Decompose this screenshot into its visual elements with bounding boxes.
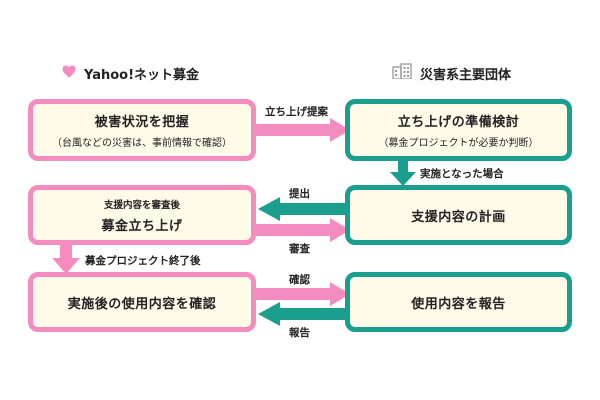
header-left: Yahoo!ネット募金 xyxy=(62,64,199,83)
arrow-project-end xyxy=(52,242,80,274)
header-left-label: Yahoo!ネット募金 xyxy=(84,68,200,83)
label-review: 審査 xyxy=(289,243,310,255)
arrow-propose xyxy=(255,118,350,142)
arrow-after-decision xyxy=(390,161,416,186)
box-title: 募金立ち上げ xyxy=(101,218,183,234)
box-usage-report: 使用内容を報告 xyxy=(345,272,572,332)
label-project-end: 募金プロジェクト終了後 xyxy=(85,255,201,267)
label-after-decision: 実施となった場合 xyxy=(420,168,504,180)
box-preparation-review: 立ち上げの準備検討 （募金プロジェクトが必要か判断） xyxy=(345,99,572,161)
arrow-report xyxy=(258,302,345,326)
box-usage-confirmation: 実施後の使用内容を確認 xyxy=(28,272,256,332)
label-confirm: 確認 xyxy=(289,274,310,286)
label-propose: 立ち上げ提案 xyxy=(265,106,328,118)
header-right: 災害系主要団体 xyxy=(392,63,511,83)
arrow-submit xyxy=(258,197,345,221)
header-right-label: 災害系主要団体 xyxy=(420,67,512,83)
box-title: 立ち上げの準備検討 xyxy=(397,115,520,130)
arrow-confirm xyxy=(255,282,350,306)
box-damage-assessment: 被害状況を把握 （台風などの災害は、事前情報で確認） xyxy=(28,99,256,161)
heart-icon xyxy=(62,65,76,82)
box-fundraising-launch: 支援内容を審査後 募金立ち上げ xyxy=(28,185,256,245)
box-title: 実施後の使用内容を確認 xyxy=(67,296,217,312)
box-title: 使用内容を報告 xyxy=(411,296,506,312)
arrow-review xyxy=(255,218,350,242)
label-report: 報告 xyxy=(289,327,310,339)
box-subtitle: （募金プロジェクトが必要か判断） xyxy=(378,138,539,149)
box-support-plan: 支援内容の計画 xyxy=(345,185,572,245)
box-subtitle: （台風などの災害は、事前情報で確認） xyxy=(52,138,232,149)
label-submit: 提出 xyxy=(289,188,310,200)
building-icon xyxy=(392,63,412,83)
box-title: 支援内容の計画 xyxy=(411,209,506,225)
box-caption: 支援内容を審査後 xyxy=(103,199,180,211)
box-title: 被害状況を把握 xyxy=(94,115,190,130)
